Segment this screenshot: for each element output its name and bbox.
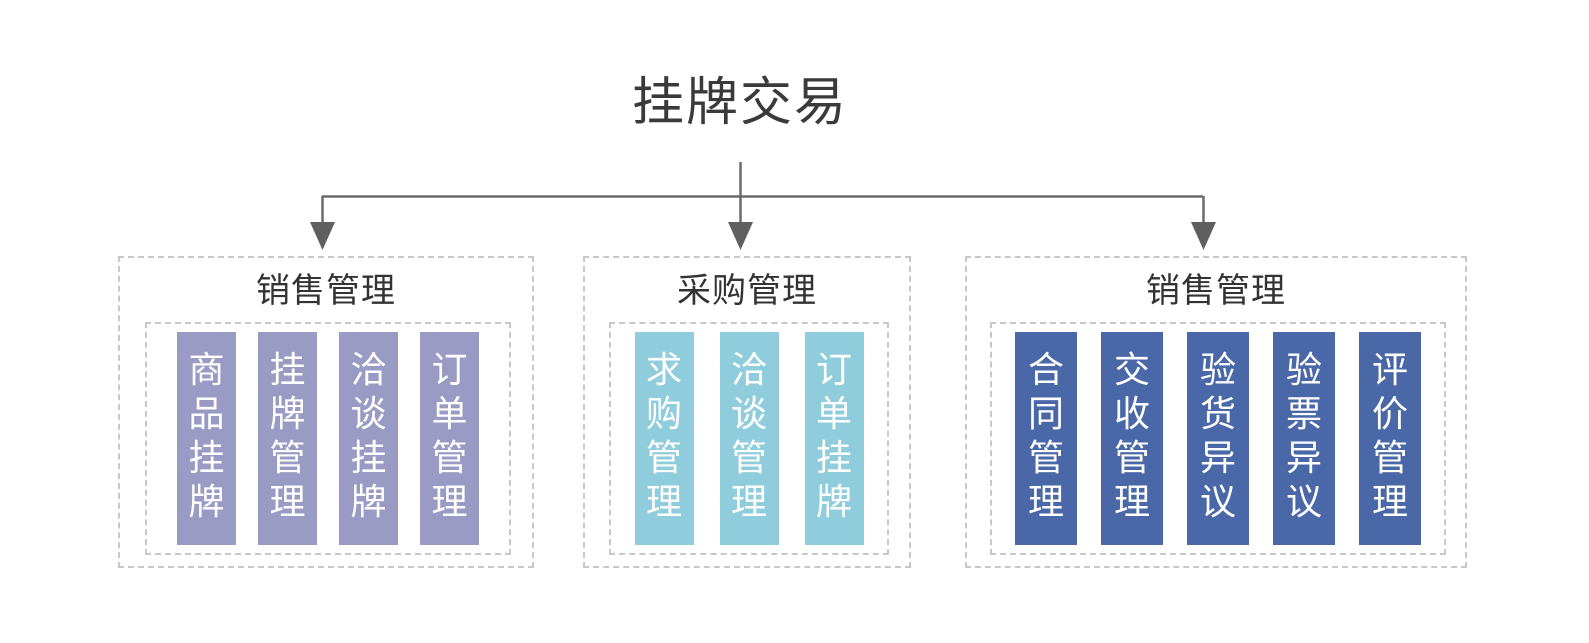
card-char: 同: [1027, 393, 1064, 434]
card-char: 理: [645, 481, 682, 522]
card-char: 单: [431, 393, 468, 434]
card-char: 验: [1285, 349, 1322, 390]
card-char: 合: [1027, 349, 1064, 390]
card-item[interactable]: 挂 牌管理: [258, 332, 317, 545]
card-char: 理: [1371, 481, 1408, 522]
card-char: 挂: [815, 437, 852, 478]
card-char: 异: [1199, 437, 1236, 478]
card-char: 洽: [730, 349, 767, 390]
card-char: 票: [1285, 393, 1322, 434]
card-item[interactable]: 验 货异议: [1187, 332, 1249, 545]
card-char: 价: [1371, 393, 1408, 434]
card-char: 单: [815, 393, 852, 434]
card-char: 商: [188, 349, 225, 390]
group-purchase-management[interactable]: 采购管理 求 购管理 洽 谈管理 订 单挂牌: [583, 256, 911, 568]
card-frame: 商 品挂牌 挂 牌管理 洽 谈挂牌 订 单管理: [145, 322, 511, 555]
card-item[interactable]: 交 收管理: [1101, 332, 1163, 545]
card-char: 收: [1113, 393, 1150, 434]
card-item[interactable]: 订 单管理: [420, 332, 479, 545]
card-char: 议: [1285, 481, 1322, 522]
card-char: 理: [269, 481, 306, 522]
card-item[interactable]: 合 同管理: [1015, 332, 1077, 545]
card-char: 管: [269, 437, 306, 478]
card-char: 评: [1371, 349, 1408, 390]
group-title: 销售管理: [1146, 272, 1286, 310]
card-char: 货: [1199, 393, 1236, 434]
root-node-title: 挂牌交易: [631, 74, 848, 132]
card-char: 管: [730, 437, 767, 478]
card-char: 挂: [269, 349, 306, 390]
card-char: 管: [1027, 437, 1064, 478]
card-char: 管: [645, 437, 682, 478]
card-char: 牌: [269, 393, 306, 434]
card-char: 管: [431, 437, 468, 478]
card-char: 验: [1199, 349, 1236, 390]
card-char: 求: [645, 349, 682, 390]
card-char: 购: [645, 393, 682, 434]
group-title: 采购管理: [677, 272, 817, 310]
card-item[interactable]: 洽 谈挂牌: [339, 332, 398, 545]
card-item[interactable]: 洽 谈管理: [719, 332, 779, 545]
group-sales-management-pre[interactable]: 销售管理 商 品挂牌 挂 牌管理 洽 谈挂牌 订 单管理: [118, 256, 534, 568]
card-char: 谈: [350, 393, 387, 434]
group-sales-management-post[interactable]: 销售管理 合 同管理 交 收管理 验 货异议 验 票异议 评 价管理: [965, 256, 1467, 568]
group-title: 销售管理: [256, 272, 396, 310]
card-char: 牌: [350, 481, 387, 522]
card-char: 订: [431, 349, 468, 390]
card-char: 谈: [730, 393, 767, 434]
card-char: 牌: [815, 481, 852, 522]
card-char: 挂: [188, 437, 225, 478]
card-char: 理: [431, 481, 468, 522]
card-char: 订: [815, 349, 852, 390]
card-frame: 求 购管理 洽 谈管理 订 单挂牌: [609, 322, 889, 555]
card-item[interactable]: 求 购管理: [634, 332, 694, 545]
card-char: 牌: [188, 481, 225, 522]
card-char: 议: [1199, 481, 1236, 522]
card-char: 交: [1113, 349, 1150, 390]
card-char: 理: [1027, 481, 1064, 522]
card-char: 洽: [350, 349, 387, 390]
card-frame: 合 同管理 交 收管理 验 货异议 验 票异议 评 价管理: [990, 322, 1446, 555]
card-char: 管: [1371, 437, 1408, 478]
card-char: 管: [1113, 437, 1150, 478]
card-char: 异: [1285, 437, 1322, 478]
card-char: 理: [1113, 481, 1150, 522]
card-item[interactable]: 验 票异议: [1273, 332, 1335, 545]
card-char: 理: [730, 481, 767, 522]
card-item[interactable]: 订 单挂牌: [804, 332, 864, 545]
card-item[interactable]: 商 品挂牌: [177, 332, 236, 545]
card-char: 品: [188, 393, 225, 434]
card-item[interactable]: 评 价管理: [1359, 332, 1421, 545]
card-char: 挂: [350, 437, 387, 478]
